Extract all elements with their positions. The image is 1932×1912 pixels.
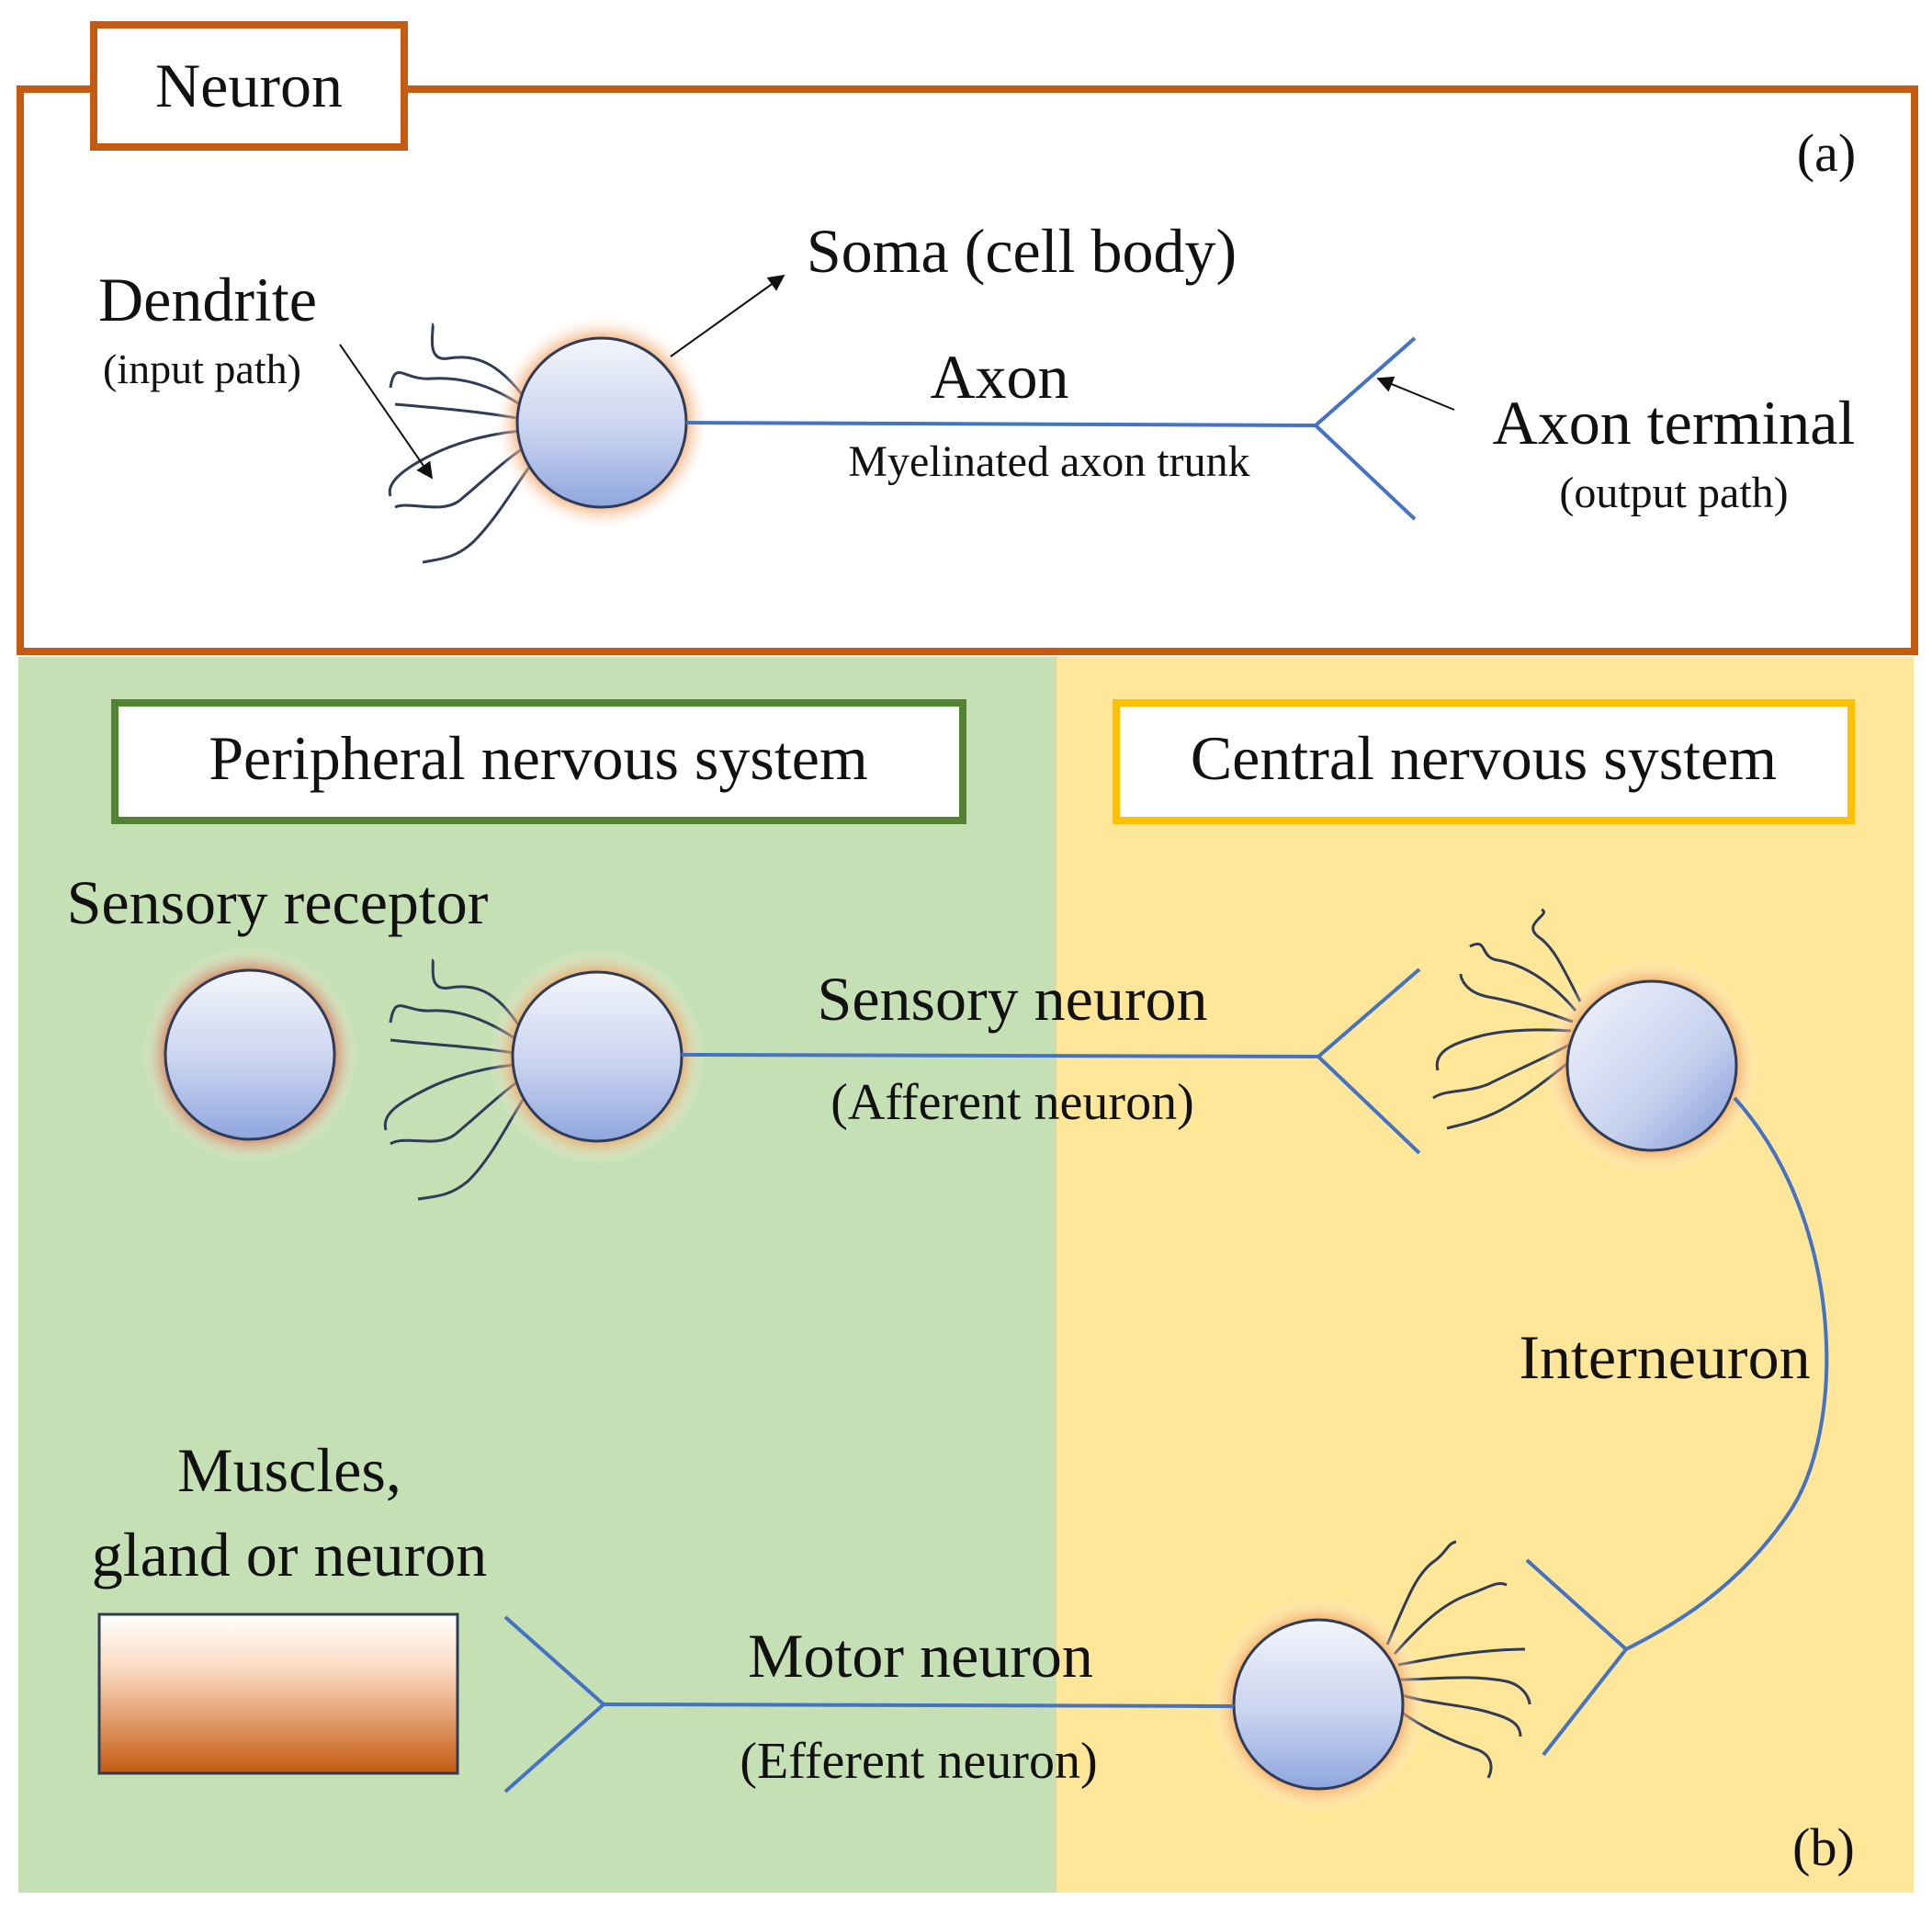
sensory-neuron-soma: [511, 970, 684, 1143]
interneuron-soma: [1565, 979, 1738, 1152]
panel-a-frame: [17, 85, 1918, 655]
dendrite-sublabel: (input path): [103, 345, 301, 392]
sensory-neuron-label: Sensory neuron: [818, 964, 1208, 1034]
interneuron-axon: [1525, 1096, 1829, 1757]
pns-title-box: [111, 699, 966, 824]
motor-neuron-label: Motor neuron: [748, 1621, 1093, 1691]
panel-a-label: (a): [1797, 123, 1856, 183]
terminal-label: Axon terminal: [1493, 388, 1856, 458]
soma-label: Soma (cell body): [807, 216, 1237, 286]
panel-b-label: (b): [1792, 1817, 1855, 1877]
panel-a-title-box: [90, 21, 408, 151]
effector-block: [97, 1612, 459, 1775]
terminal-arrow: [1376, 376, 1455, 411]
soma-arrow: [670, 274, 785, 357]
axon-sublabel: Myelinated axon trunk: [848, 437, 1249, 486]
panel-a-soma: [515, 336, 688, 509]
sensory-receptor-label: Sensory receptor: [67, 867, 489, 937]
pns-title: Peripheral nervous system: [209, 723, 868, 793]
sensory-receptor: [164, 968, 336, 1141]
efferent-label: (Efferent neuron): [740, 1733, 1097, 1790]
dendrite-arrow: [339, 344, 434, 480]
afferent-label: (Afferent neuron): [830, 1074, 1193, 1131]
muscles-label-line1: Muscles,: [177, 1435, 401, 1505]
cns-background: [1056, 657, 1914, 1893]
cns-title-box: [1113, 699, 1855, 824]
terminal-sublabel: (output path): [1559, 469, 1788, 517]
axon-label: Axon: [930, 342, 1068, 412]
panel-a-title: Neuron: [155, 51, 343, 120]
panel-a-axon: [685, 336, 1417, 521]
muscles-label-line2: gland or neuron: [92, 1520, 488, 1590]
dendrite-label: Dendrite: [98, 265, 317, 334]
motor-neuron-axon: [503, 1615, 1235, 1793]
cns-title: Central nervous system: [1191, 723, 1777, 793]
motor-neuron-soma: [1232, 1618, 1405, 1791]
sensory-neuron-axon: [681, 967, 1421, 1155]
interneuron-label: Interneuron: [1519, 1322, 1810, 1392]
